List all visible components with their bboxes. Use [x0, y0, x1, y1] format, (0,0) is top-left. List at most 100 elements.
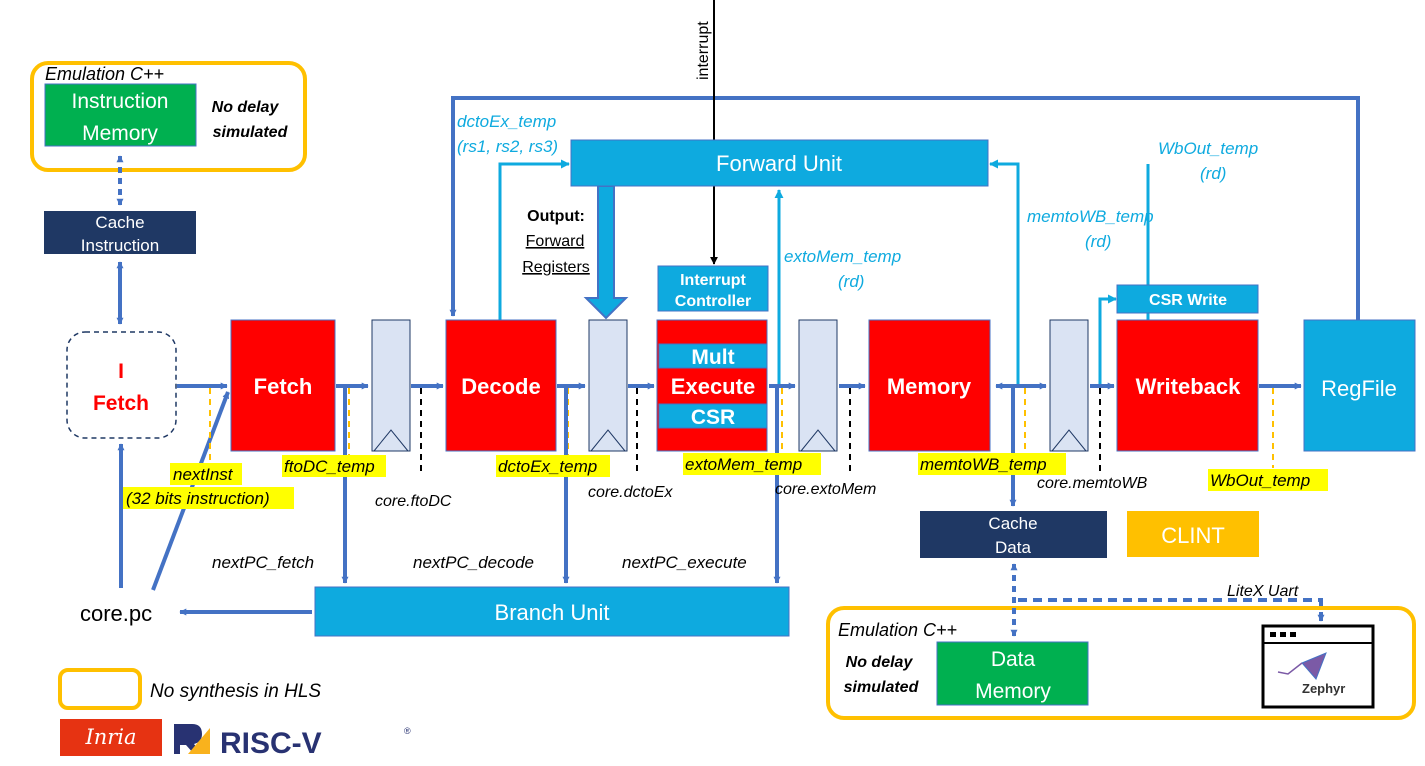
riscv-logo: RISC-V ®: [174, 724, 411, 760]
csr-write-label: CSR Write: [1149, 292, 1227, 309]
csr-unit: [658, 403, 768, 429]
nextpc-decode-label: nextPC_decode: [413, 553, 534, 572]
cache-data-label-1: Cache: [988, 514, 1037, 533]
mult-unit: [658, 343, 768, 369]
wbout-label-1: WbOut_temp: [1158, 139, 1258, 158]
dm-no-delay-2: simulated: [844, 679, 920, 696]
interrupt-controller: [657, 265, 769, 312]
inria-logo: Inria: [60, 719, 162, 756]
im-no-delay-2: simulated: [213, 124, 289, 141]
memory-stage: [868, 319, 991, 452]
nextinst-label: nextInst: [173, 465, 234, 484]
csr-label: CSR: [691, 406, 735, 429]
ifetch-box: [66, 331, 177, 439]
instruction-memory-label-2: Memory: [82, 122, 158, 145]
pipeline-register-dctoex: [588, 319, 628, 452]
dctoex-temp-label: dctoEx_temp: [498, 457, 597, 476]
riscv-registered-mark: ®: [404, 726, 411, 736]
branch-unit: [314, 586, 790, 637]
core-register-labels: core.ftoDC core.dctoEx core.extoMem core…: [375, 475, 1148, 510]
dctoex-top-label-2: (rs1, rs2, rs3): [457, 137, 558, 156]
core-dctoex-label: core.dctoEx: [588, 484, 673, 501]
data-memory-box: [936, 641, 1089, 706]
legend-swatch: [58, 668, 142, 710]
fetch-label: Fetch: [254, 374, 313, 399]
extomem-label-1: extoMem_temp: [784, 247, 901, 266]
nextpc-execute-label: nextPC_execute: [622, 553, 747, 572]
extomem-label-2: (rd): [838, 272, 864, 291]
pipeline-register-ftodc: [371, 319, 411, 452]
core-memtowb-label: core.memtoWB: [1037, 475, 1148, 492]
pipeline-register-extomem: [798, 319, 838, 452]
memtowb-label-2: (rd): [1085, 232, 1111, 251]
litex-uart-label: LiteX Uart: [1227, 583, 1299, 600]
ftodc-temp-label: ftoDC_temp: [284, 457, 375, 476]
output-label-2: Forward: [526, 233, 585, 250]
data-memory-label-1: Data: [991, 648, 1036, 671]
legend-label: No synthesis in HLS: [150, 681, 321, 702]
nextpc-fetch-label: nextPC_fetch: [212, 553, 314, 572]
cache-instruction-label-1: Cache: [95, 213, 144, 232]
execute-stage: [656, 319, 768, 452]
nextpc-lines: [179, 388, 1017, 616]
writeback-label: Writeback: [1136, 374, 1242, 399]
riscv-logo-text: RISC-V: [220, 727, 322, 760]
emulation-instruction-group: Emulation C++ Instruction Memory No dela…: [30, 61, 307, 172]
core-ftodc-label: core.ftoDC: [375, 493, 452, 510]
core-pc-label: core.pc: [80, 601, 152, 626]
wbout-temp-label: WbOut_temp: [1210, 471, 1310, 490]
forward-unit: [570, 139, 989, 187]
inria-logo-text: Inria: [84, 725, 136, 749]
output-label-1: Output:: [527, 208, 585, 225]
zephyr-window: Zephyr: [1261, 624, 1375, 709]
highlight-labels: nextInst (32 bits instruction) ftoDC_tem…: [123, 453, 1328, 509]
extomem-temp-label: extoMem_temp: [685, 455, 802, 474]
regfile-label: RegFile: [1321, 376, 1397, 401]
nextinst-bits-label: (32 bits instruction): [126, 489, 270, 508]
dm-no-delay-1: No delay: [846, 654, 914, 671]
memory-label: Memory: [887, 374, 972, 399]
pipeline-register-memtowb: [1049, 319, 1089, 452]
csr-write-box: [1116, 284, 1259, 314]
branch-unit-label: Branch Unit: [495, 600, 610, 625]
interrupt-label: interrupt: [695, 21, 712, 80]
mult-label: Mult: [691, 346, 734, 369]
regfile-block: [1303, 319, 1416, 452]
output-label-3: Registers: [522, 259, 590, 276]
writeback-stage: [1116, 319, 1259, 452]
pipeline-registers: [371, 319, 1089, 452]
interrupt-controller-label-2: Controller: [675, 293, 751, 310]
instruction-memory-label-1: Instruction: [72, 90, 169, 113]
clint-box: [1127, 511, 1259, 557]
decode-label: Decode: [461, 374, 540, 399]
im-no-delay-1: No delay: [212, 99, 280, 116]
data-memory-label-2: Memory: [975, 680, 1051, 703]
forward-registers-arrow: [583, 185, 629, 320]
emulation-im-title: Emulation C++: [45, 64, 164, 84]
memtowb-temp-label: memtoWB_temp: [920, 455, 1047, 474]
instruction-memory-box: [44, 83, 197, 147]
ifetch-label-1: I: [118, 360, 124, 383]
fetch-stage: [230, 319, 336, 452]
interrupt-controller-label-1: Interrupt: [680, 272, 746, 289]
nextpc-labels: nextPC_fetch nextPC_decode nextPC_execut…: [212, 553, 747, 572]
wbout-label-2: (rd): [1200, 164, 1226, 183]
cache-data-box: [920, 511, 1107, 558]
clint-label: CLINT: [1161, 523, 1225, 548]
cache-instruction-box: [44, 211, 196, 254]
ifetch-label-2: Fetch: [93, 392, 149, 415]
decode-stage: [445, 319, 557, 452]
memtowb-label-1: memtoWB_temp: [1027, 207, 1154, 226]
zephyr-kite-icon: [1301, 652, 1327, 680]
core-extomem-label: core.extoMem: [775, 481, 876, 498]
execute-label: Execute: [671, 374, 755, 399]
litex-uart-line: [1018, 598, 1325, 622]
regfile-to-decode-line: [449, 96, 1360, 320]
dctoex-top-label-1: dctoEx_temp: [457, 112, 556, 131]
cache-instruction-label-2: Instruction: [81, 236, 159, 255]
forward-unit-label: Forward Unit: [716, 151, 842, 176]
temp-labels: dctoEx_temp (rs1, rs2, rs3) extoMem_temp…: [457, 112, 1258, 291]
cache-data-label-2: Data: [995, 538, 1031, 557]
zephyr-label: Zephyr: [1302, 681, 1345, 696]
